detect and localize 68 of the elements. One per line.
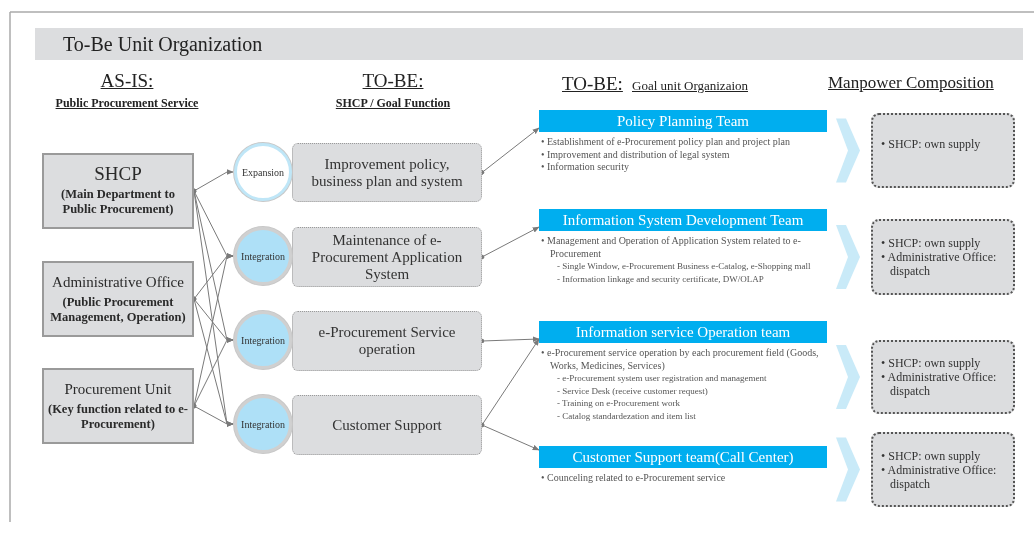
bullet-item: • e-Procurement service operation by each procurement field (Goods, Works, Medicines, Services) [541, 347, 820, 372]
column-heading: TO-BE: [361, 70, 425, 92]
column-subheading: Goal unit Organizaion [632, 78, 748, 94]
node-label: Integration [241, 334, 285, 346]
unit-name: Procurement Unit [64, 380, 172, 398]
bullet-item: - Single Window, e-Procurement Business e-Catalog, e-Shopping mall [557, 260, 812, 273]
unit-description: (Key function related to e-Procurement) [47, 402, 189, 432]
staffing-note: • Administrative Office: dispatch [881, 462, 998, 491]
node-label: Integration [241, 250, 285, 262]
bullet-item: - Training on e-Procurement work [557, 397, 681, 410]
staffing-note: • SHCP: own supply [881, 356, 981, 370]
manpower-box [871, 340, 1015, 414]
function-box [292, 395, 482, 455]
bullet-item: • Improvement and distribution of legal system [541, 148, 731, 161]
bullet-item: • Establishment of e-Procurement policy plan and project plan [541, 136, 791, 149]
function-box [292, 227, 482, 287]
team-header [539, 209, 827, 231]
staffing-note: • SHCP: own supply [881, 448, 981, 463]
manpower-box [871, 113, 1015, 188]
expansion-circle [234, 143, 292, 201]
manpower-box [871, 219, 1015, 295]
node-label: Expansion [241, 166, 285, 178]
function-box [292, 143, 482, 202]
team-header [539, 110, 827, 132]
team-header [539, 321, 827, 343]
unit-name: Administrative Office [52, 273, 184, 291]
team-name: Policy Planning Team [617, 112, 749, 130]
chevron-arrow [836, 345, 860, 409]
node-label: Customer Support [332, 416, 442, 434]
node-label: Integration [241, 418, 285, 430]
column-subheading: Public Procurement Service [54, 96, 200, 111]
column-heading: Manpower Composition [828, 73, 994, 93]
function-box [292, 311, 482, 371]
column-heading: TO-BE: [562, 73, 623, 95]
node-label: Improvement policy, business plan and system [310, 155, 464, 190]
staffing-note: • Administrative Office: dispatch [881, 370, 998, 398]
diagram-title: To-Be Unit Organization [63, 33, 263, 56]
team-name: Information System Development Team [562, 211, 804, 229]
team-header [539, 446, 827, 468]
unit-box [42, 153, 194, 229]
column-heading: AS-IS: [99, 70, 155, 92]
chevron-arrow [836, 118, 860, 183]
unit-description: (Public Procurement Management, Operation) [49, 295, 187, 325]
bullet-item: - e-Procurement system user registration and management [557, 372, 768, 385]
bullet-item: • Information security [541, 161, 630, 174]
staffing-note: • Administrative Office: dispatch [881, 250, 998, 278]
unit-box [42, 368, 194, 444]
integration-circle [234, 395, 292, 453]
manpower-box [871, 432, 1015, 507]
integration-circle [234, 227, 292, 285]
unit-box [42, 261, 194, 337]
unit-description: (Main Department to Public Procurement) [60, 187, 176, 217]
chevron-arrow [836, 437, 860, 502]
column-subheading: SHCP / Goal Function [334, 96, 452, 111]
node-label: e-Procurement Service operation [317, 324, 457, 358]
team-name: Customer Support team(Call Center) [572, 448, 794, 466]
bullet-item: - Information linkage and security certificate, DW/OLAP [557, 272, 765, 285]
team-name: Information service Operation team [575, 323, 791, 341]
bullet-item: • Management and Operation of Application System related to e-Procurement [541, 235, 802, 260]
staffing-note: • SHCP: own supply [881, 236, 981, 250]
bullet-item: - Service Desk (receive customer request) [557, 384, 709, 397]
unit-name: SHCP [94, 165, 142, 183]
bullet-item: • Counceling related to e-Procurement service [541, 472, 727, 485]
node-label: Maintenance of e-Procurement Application System [310, 231, 464, 283]
chevron-arrow [836, 225, 860, 289]
bullet-item: - Catalog standardezation and item list [557, 409, 697, 422]
integration-circle [234, 311, 292, 369]
staffing-note: • SHCP: own supply [881, 137, 981, 151]
